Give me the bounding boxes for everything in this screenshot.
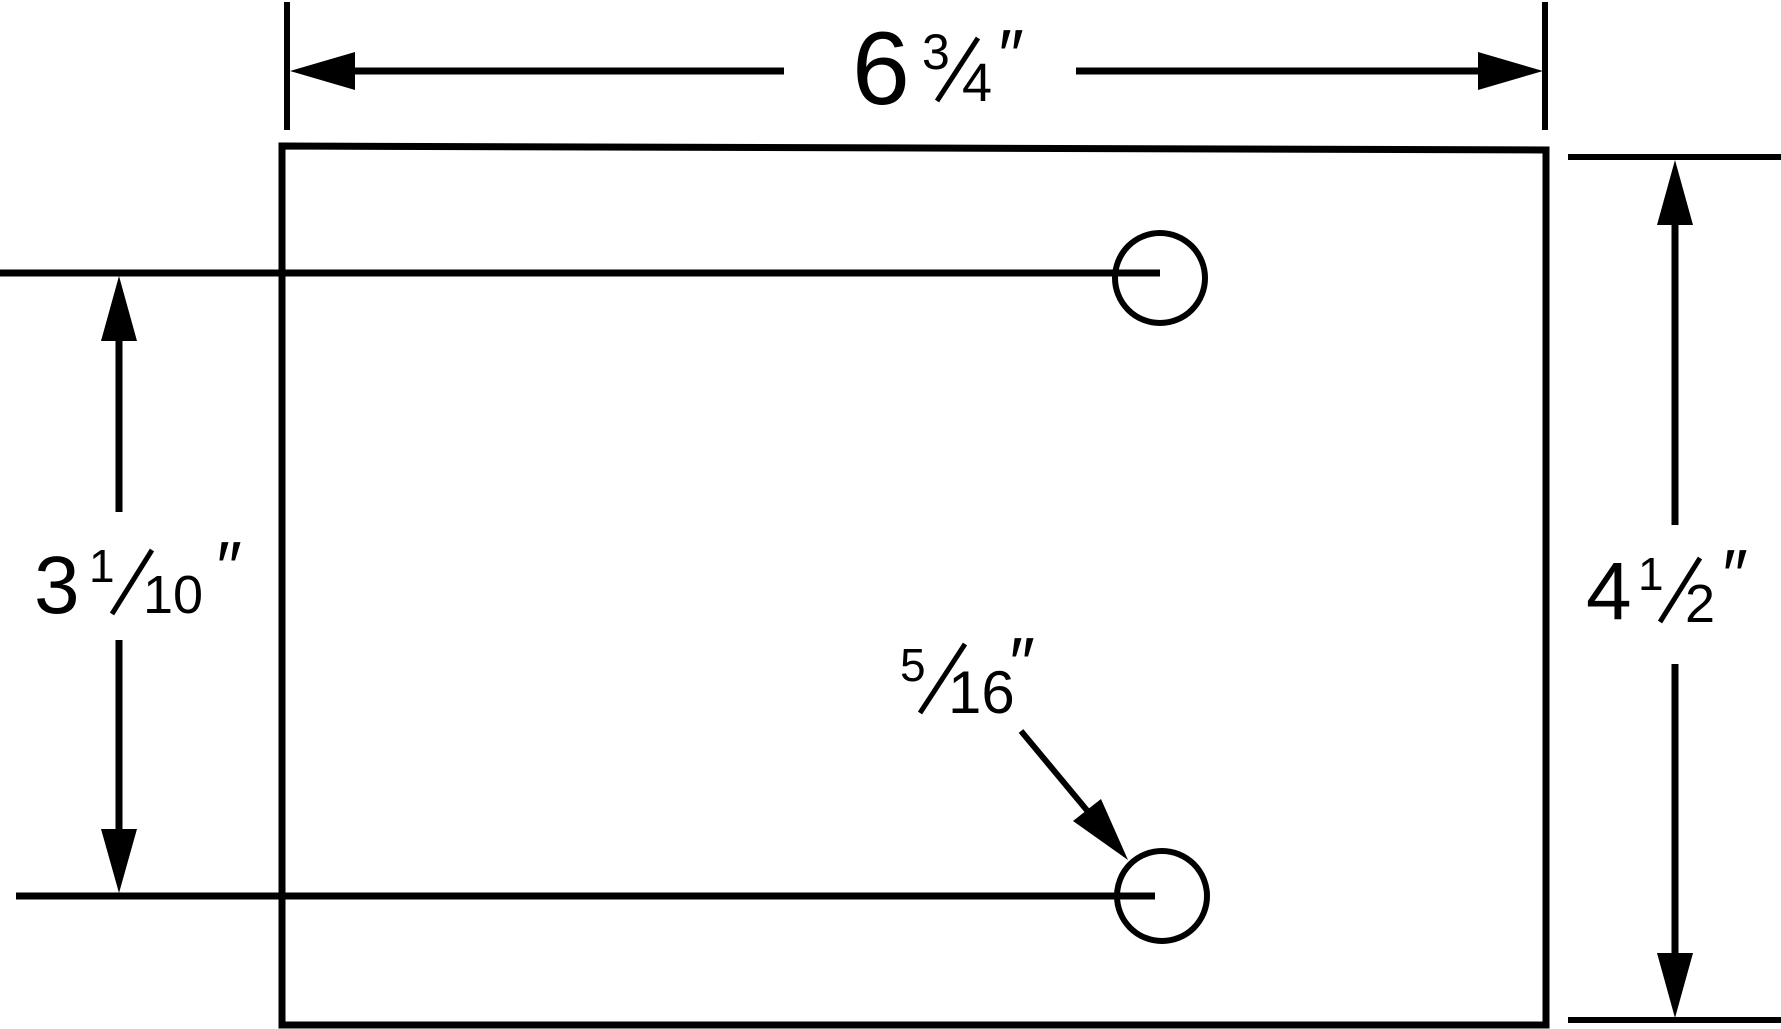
width-fraction-slash bbox=[934, 36, 981, 103]
height-label: 4 1 2 ″ bbox=[1586, 536, 1747, 637]
spacing-unit: ″ bbox=[213, 528, 241, 608]
height-whole: 4 bbox=[1586, 546, 1632, 637]
height-numerator: 1 bbox=[1638, 548, 1664, 600]
hole-diameter-label: 5 16 ″ bbox=[900, 624, 1034, 726]
height-unit: ″ bbox=[1719, 536, 1747, 616]
hole-spacing-label: 3 1 10 ″ bbox=[34, 528, 241, 631]
height-fraction-slash bbox=[1657, 556, 1703, 624]
height-arrowhead-bottom bbox=[1657, 953, 1693, 1018]
diameter-leader-arrowhead bbox=[1073, 799, 1128, 860]
diameter-numerator: 5 bbox=[900, 639, 926, 691]
spacing-denominator: 10 bbox=[143, 565, 203, 625]
spacing-fraction-slash bbox=[109, 548, 155, 616]
mounting-hole-top bbox=[1112, 230, 1208, 326]
diameter-unit: ″ bbox=[1006, 624, 1034, 704]
spacing-arrowhead-top bbox=[101, 276, 137, 341]
width-numerator: 3 bbox=[922, 24, 950, 80]
height-arrowhead-top bbox=[1657, 160, 1693, 225]
width-unit: ″ bbox=[995, 16, 1023, 96]
width-whole: 6 bbox=[852, 11, 910, 127]
spacing-whole: 3 bbox=[34, 540, 80, 631]
spacing-arrowhead-bottom bbox=[101, 829, 137, 893]
width-arrowhead-right bbox=[1478, 52, 1543, 90]
width-denominator: 4 bbox=[962, 53, 992, 113]
width-arrowhead-left bbox=[290, 52, 355, 90]
width-label: 6 3 4 ″ bbox=[852, 11, 1023, 127]
mounting-hole-bottom bbox=[1114, 848, 1210, 944]
diameter-leader-line bbox=[1018, 729, 1098, 822]
height-denominator: 2 bbox=[1685, 574, 1715, 634]
diameter-fraction-slash bbox=[917, 642, 968, 715]
diameter-denominator: 16 bbox=[948, 659, 1015, 726]
spacing-numerator: 1 bbox=[89, 540, 115, 592]
plate-outline bbox=[278, 142, 1550, 1029]
